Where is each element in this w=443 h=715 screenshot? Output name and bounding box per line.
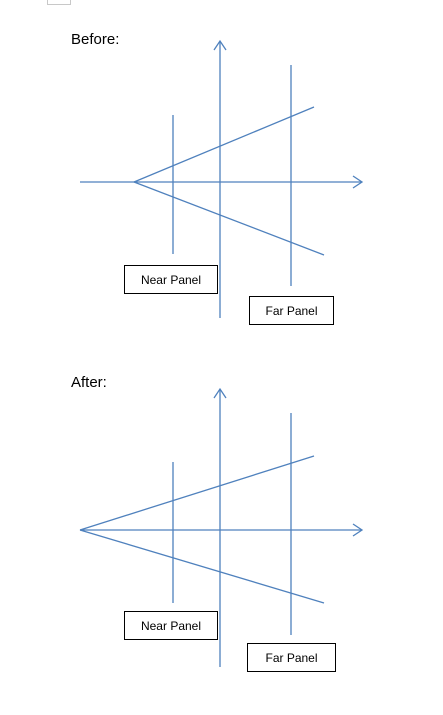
far-panel-label: Far Panel	[249, 296, 334, 325]
upper-frustum-ray	[133, 106, 315, 183]
page-corner-mark	[47, 0, 71, 5]
near-panel-label: Near Panel	[124, 611, 218, 640]
far-panel-label: Far Panel	[247, 643, 336, 672]
horizontal-axis-arrowhead	[352, 175, 364, 189]
lower-frustum-ray	[133, 181, 325, 256]
after-diagram: Near Panel Far Panel	[0, 345, 443, 685]
upper-frustum-ray	[79, 455, 315, 531]
before-heading: Before:	[71, 31, 120, 48]
before-diagram: Near Panel Far Panel	[0, 0, 443, 340]
vertical-axis-arrowhead	[213, 387, 227, 399]
near-panel-label: Near Panel	[124, 265, 218, 294]
before-diagram-svg	[80, 39, 364, 318]
lower-frustum-ray	[79, 529, 325, 604]
after-heading: After:	[71, 374, 107, 391]
vertical-axis-arrowhead	[213, 39, 227, 51]
after-diagram-svg	[79, 387, 364, 667]
horizontal-axis-arrowhead	[352, 523, 364, 537]
